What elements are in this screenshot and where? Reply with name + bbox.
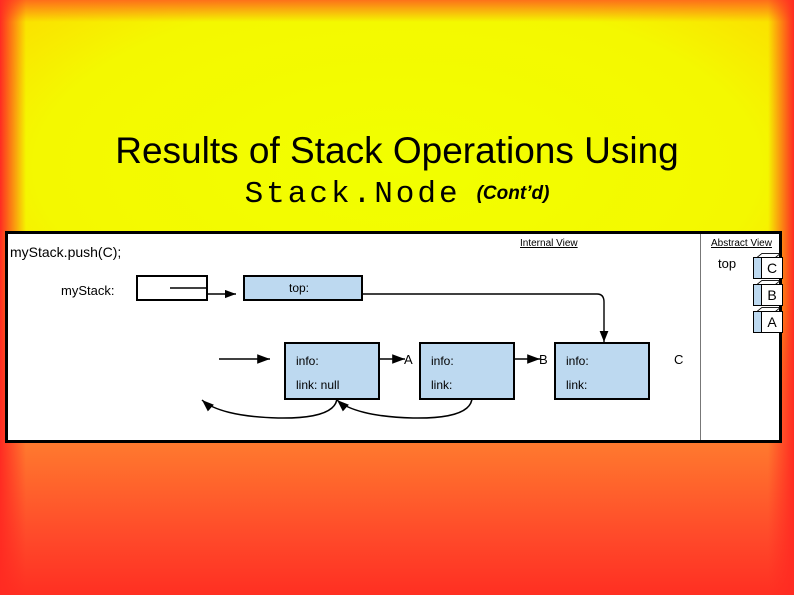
mystack-variable-label: myStack:	[61, 283, 115, 298]
node-a: info: link: null	[284, 342, 380, 400]
node-b-info-label: info:	[431, 354, 454, 368]
slide-subtitle-block: Stack.Node (Cont’d)	[0, 177, 794, 212]
internal-view-label: Internal View	[520, 238, 578, 249]
page-title: Results of Stack Operations Using	[115, 130, 679, 171]
pointer-arrows	[172, 289, 609, 419]
abstract-stack-cell-2: A	[753, 307, 783, 333]
node-a-value: A	[404, 352, 413, 367]
panel-divider	[700, 234, 701, 440]
abstract-stack-value-2: A	[767, 314, 777, 330]
diagram-panel: Internal View Abstract View myStack.push…	[5, 231, 783, 443]
node-b-link-label: link:	[431, 378, 453, 392]
abstract-stack-value-1: B	[767, 287, 777, 303]
page-subtitle-code: Stack.Node	[244, 177, 461, 212]
abstract-stack-cell-0: C	[753, 253, 783, 279]
node-a-link-label: link: null	[296, 378, 340, 392]
mystack-box-stub-line	[170, 287, 208, 289]
abstract-stack-cell-1: B	[753, 280, 783, 306]
node-c-value: C	[674, 352, 684, 367]
code-statement: myStack.push(C);	[10, 244, 122, 260]
page-subtitle-contd: (Cont’d)	[476, 183, 550, 204]
abstract-top-label: top	[718, 256, 737, 271]
node-a-info-label: info:	[296, 354, 319, 368]
abstract-view-label: Abstract View	[711, 238, 772, 249]
node-c-info-label: info:	[566, 354, 589, 368]
slide-title-block: Results of Stack Operations Using Stack.…	[0, 130, 794, 213]
abstract-stack-value-0: C	[766, 260, 778, 276]
node-c: info: link:	[554, 342, 650, 400]
background-top-edge	[0, 0, 794, 22]
node-c-link-label: link:	[566, 378, 588, 392]
top-field-label: top:	[289, 281, 310, 295]
node-b-value: B	[539, 352, 548, 367]
node-b: info: link:	[419, 342, 515, 400]
